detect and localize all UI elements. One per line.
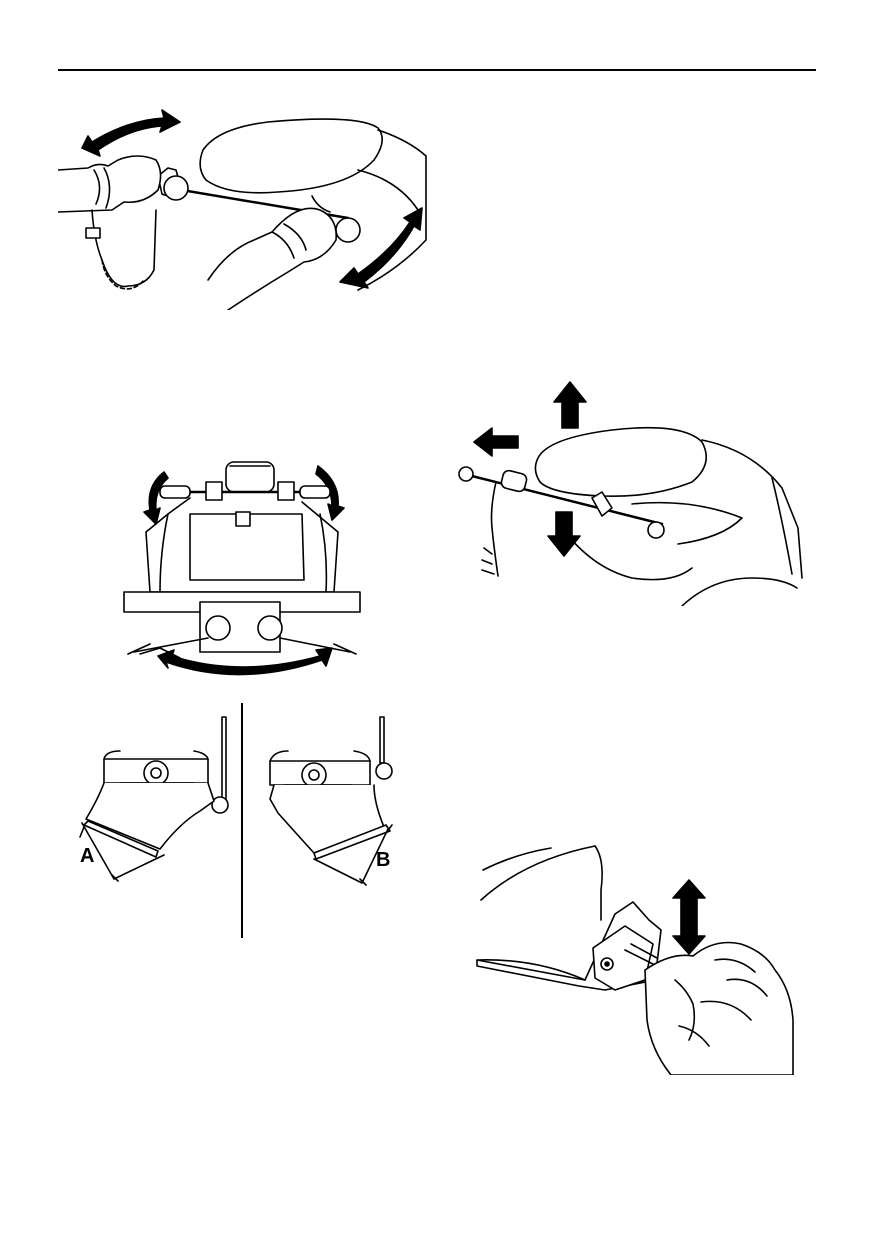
handlebar-tilt-illustration	[452, 378, 817, 606]
tilt-lever-illustration	[475, 840, 800, 1075]
nozzle-angle-illustration: A B	[74, 703, 414, 938]
angle-label-a: A	[80, 845, 95, 867]
hands-steering-illustration	[58, 100, 433, 310]
front-view-illustration	[120, 452, 365, 682]
header-rule	[58, 69, 816, 71]
angle-label-b: B	[376, 849, 391, 871]
